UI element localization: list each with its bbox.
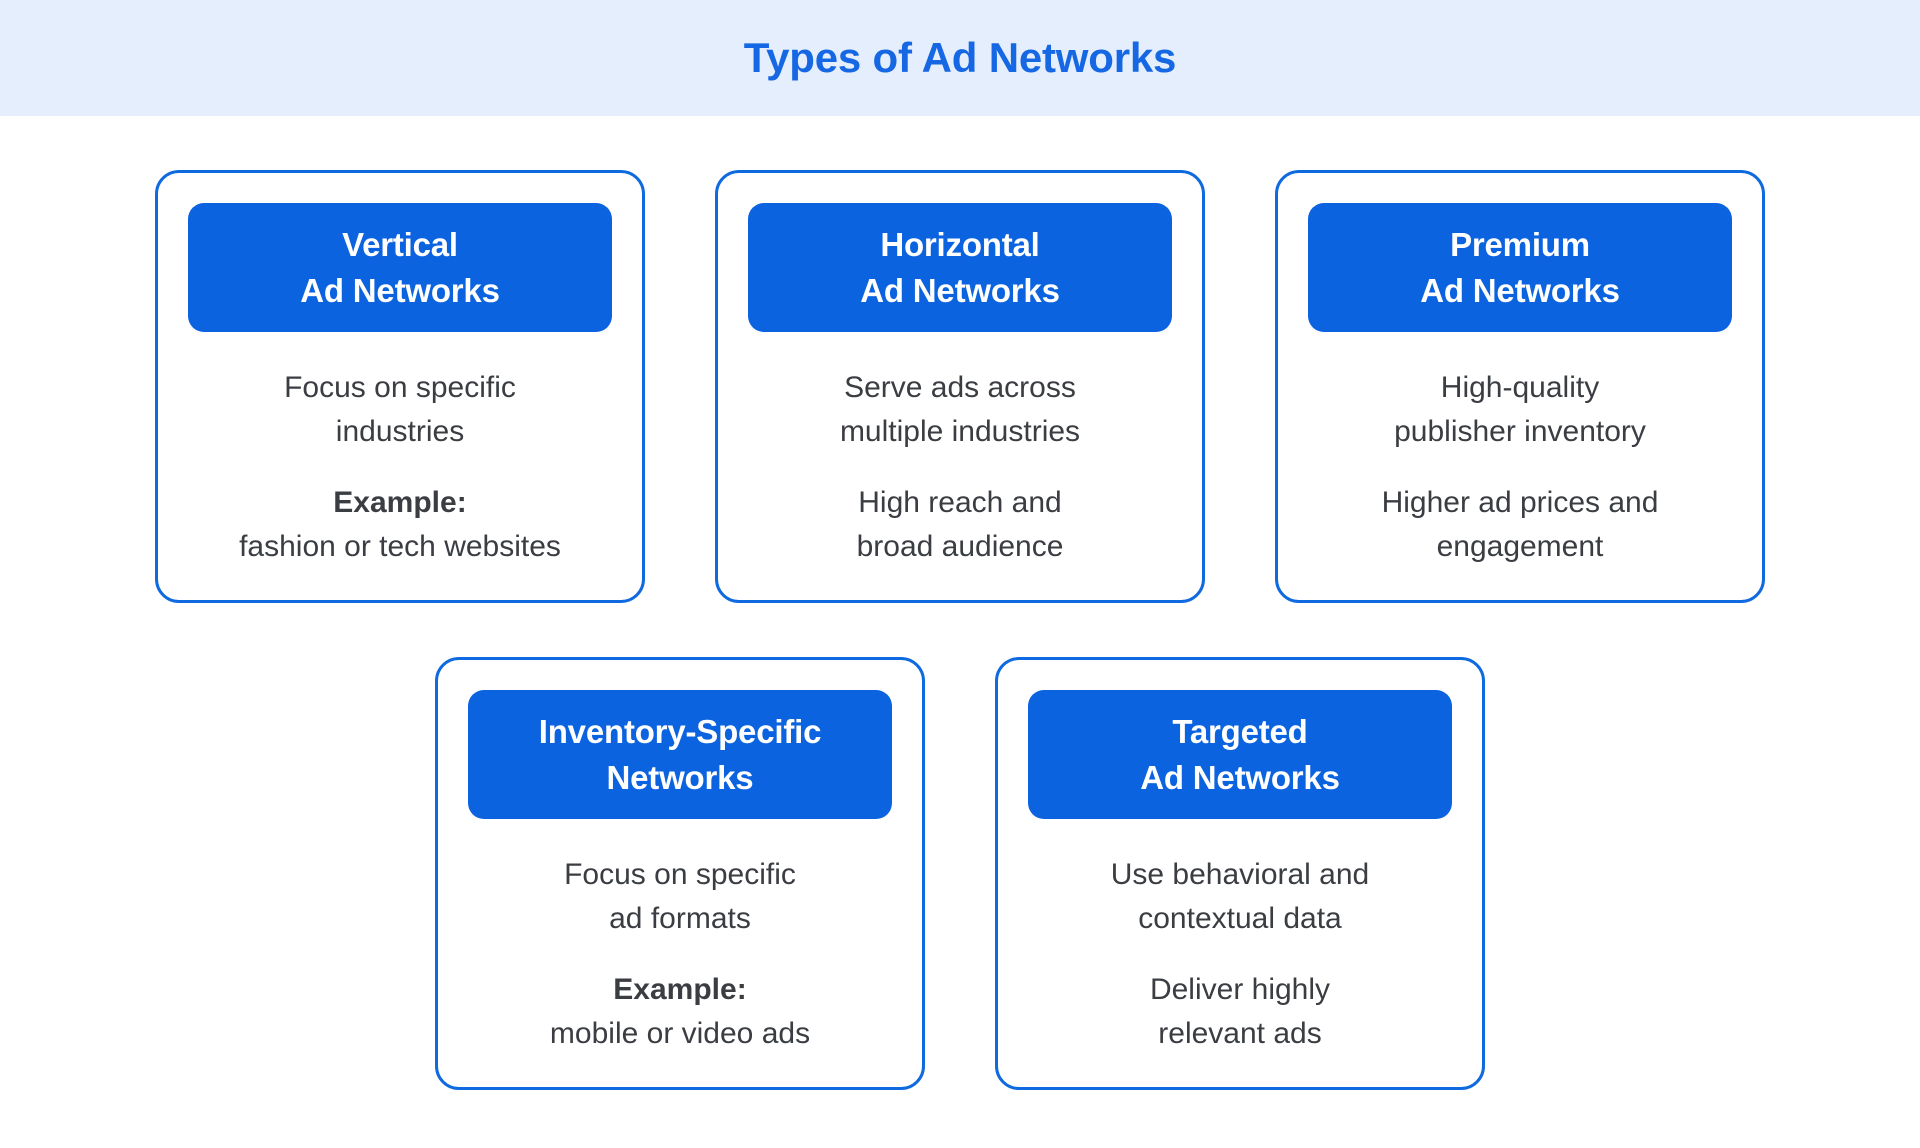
- description-line: Higher ad prices and: [1381, 486, 1659, 520]
- card-title-badge: Vertical Ad Networks: [188, 203, 612, 333]
- card-description: Focus on specific industries: [284, 366, 516, 453]
- example-label: Example:: [613, 973, 747, 1007]
- card-description: Focus on specific ad formats: [564, 853, 796, 940]
- description-line: industries: [335, 414, 465, 448]
- card-title-badge: Premium Ad Networks: [1308, 203, 1732, 333]
- description-line: ad formats: [609, 901, 751, 935]
- card-example: Example: mobile or video ads: [550, 968, 810, 1055]
- card-vertical-ad-networks: Vertical Ad Networks Focus on specific i…: [155, 170, 645, 603]
- card-title-line: Premium: [1450, 226, 1590, 263]
- card-title-line: Ad Networks: [1140, 758, 1340, 796]
- header-band: Types of Ad Networks: [0, 0, 1920, 116]
- card-title-line: Targeted: [1172, 713, 1308, 750]
- card-description: High-quality publisher inventory: [1394, 366, 1646, 453]
- card-title-badge: Inventory-Specific Networks: [468, 690, 892, 820]
- description-line: Focus on specific: [564, 858, 796, 892]
- card-description-secondary: High reach and broad audience: [857, 481, 1064, 568]
- card-horizontal-ad-networks: Horizontal Ad Networks Serve ads across …: [715, 170, 1205, 603]
- page-title: Types of Ad Networks: [743, 34, 1177, 81]
- description-line: relevant ads: [1158, 1016, 1322, 1050]
- card-inventory-specific-networks: Inventory-Specific Networks Focus on spe…: [435, 657, 925, 1090]
- description-line: publisher inventory: [1394, 414, 1646, 448]
- card-title-badge: Targeted Ad Networks: [1028, 690, 1452, 820]
- example-line: mobile or video ads: [549, 1016, 811, 1050]
- description-line: High-quality: [1440, 371, 1600, 405]
- card-title-line: Horizontal: [880, 226, 1040, 263]
- card-targeted-ad-networks: Targeted Ad Networks Use behavioral and …: [995, 657, 1485, 1090]
- card-title-line: Networks: [606, 758, 754, 796]
- description-line: Use behavioral and: [1110, 858, 1370, 892]
- card-title-line: Ad Networks: [300, 271, 500, 309]
- card-description-secondary: Higher ad prices and engagement: [1382, 481, 1659, 568]
- card-row-top: Vertical Ad Networks Focus on specific i…: [0, 170, 1920, 603]
- description-line: engagement: [1436, 529, 1604, 563]
- description-line: Serve ads across: [844, 371, 1076, 405]
- card-description: Serve ads across multiple industries: [840, 366, 1080, 453]
- card-title-line: Inventory-Specific: [538, 713, 822, 750]
- example-line: fashion or tech websites: [239, 529, 561, 563]
- description-line: High reach and: [858, 486, 1062, 520]
- description-line: multiple industries: [839, 414, 1081, 448]
- card-title-line: Ad Networks: [860, 271, 1060, 309]
- card-description-secondary: Deliver highly relevant ads: [1150, 968, 1330, 1055]
- card-title-line: Vertical: [342, 226, 458, 263]
- card-description: Use behavioral and contextual data: [1111, 853, 1370, 940]
- card-row-bottom: Inventory-Specific Networks Focus on spe…: [0, 657, 1920, 1090]
- card-example: Example: fashion or tech websites: [239, 481, 561, 568]
- description-line: Focus on specific: [284, 371, 516, 405]
- card-title-line: Ad Networks: [1420, 271, 1620, 309]
- example-label: Example:: [333, 486, 467, 520]
- card-title-badge: Horizontal Ad Networks: [748, 203, 1172, 333]
- description-line: broad audience: [856, 529, 1064, 563]
- description-line: Deliver highly: [1149, 973, 1331, 1007]
- description-line: contextual data: [1138, 901, 1342, 935]
- card-premium-ad-networks: Premium Ad Networks High-quality publish…: [1275, 170, 1765, 603]
